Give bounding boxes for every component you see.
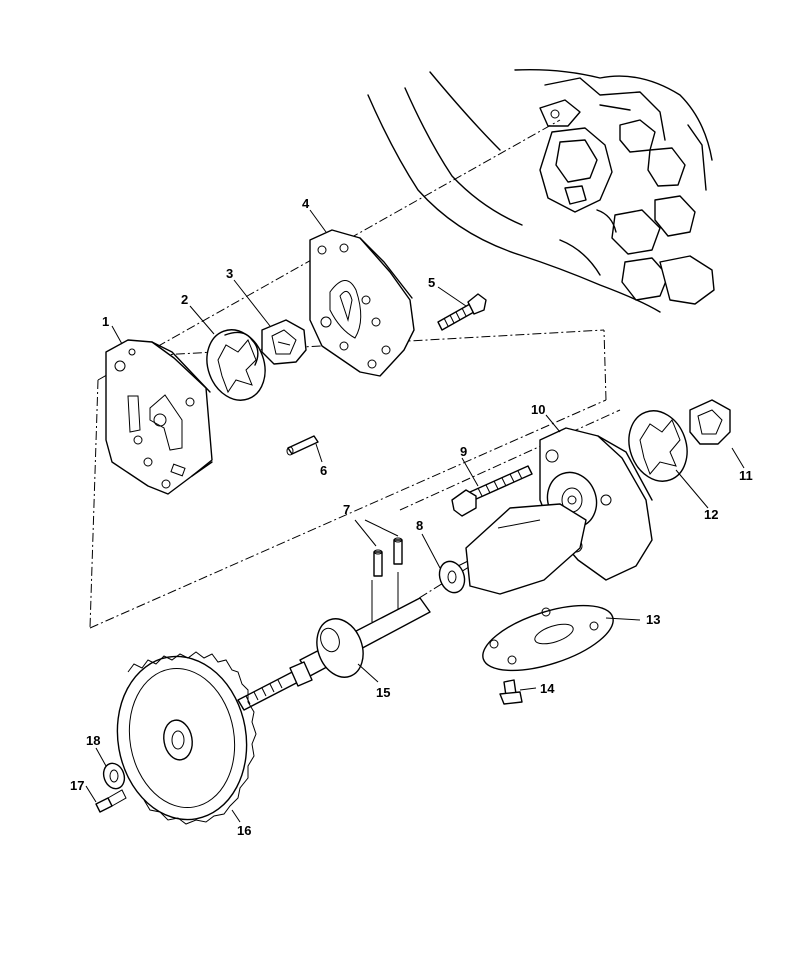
part-11-inner-rotor — [689, 399, 731, 445]
callout-9: 9 — [460, 444, 467, 459]
part-7-pins — [373, 537, 403, 577]
callout-10: 10 — [531, 402, 545, 417]
part-2-outer-rotor — [206, 329, 266, 401]
callout-17: 17 — [70, 778, 84, 793]
part-15-shaft — [237, 597, 431, 711]
callout-15: 15 — [376, 685, 390, 700]
part-6-dowel-pin — [286, 435, 319, 456]
part-8-washer — [438, 560, 466, 594]
part-3-inner-rotor — [261, 319, 307, 365]
callout-2: 2 — [181, 292, 188, 307]
part-13-gasket — [465, 503, 614, 672]
callout-18: 18 — [86, 733, 100, 748]
engine-block-drawing — [367, 68, 715, 313]
part-9-long-bolt — [451, 465, 533, 517]
callout-8: 8 — [416, 518, 423, 533]
callout-5: 5 — [428, 275, 435, 290]
callout-4: 4 — [302, 196, 310, 211]
part-14-screw — [499, 679, 523, 705]
part-1-pump-cover-plate — [105, 339, 213, 495]
callout-12: 12 — [704, 507, 718, 522]
callout-6: 6 — [320, 463, 327, 478]
part-4-pump-body-plate — [309, 229, 415, 377]
callout-13: 13 — [646, 612, 660, 627]
callout-labels: 1 2 3 4 5 6 7 8 9 10 11 12 13 14 15 16 1… — [70, 196, 753, 838]
callout-1: 1 — [102, 314, 109, 329]
callout-14: 14 — [540, 681, 555, 696]
callout-16: 16 — [237, 823, 251, 838]
callout-7: 7 — [343, 502, 350, 517]
callout-3: 3 — [226, 266, 233, 281]
part-12-outer-rotor — [628, 410, 688, 482]
part-18-washer — [102, 762, 126, 790]
part-5-bolt — [437, 293, 487, 331]
leader-lines — [85, 209, 745, 823]
part-16-drive-gear — [116, 651, 257, 825]
part-17-small-bolt — [95, 789, 127, 813]
callout-11: 11 — [739, 468, 753, 483]
